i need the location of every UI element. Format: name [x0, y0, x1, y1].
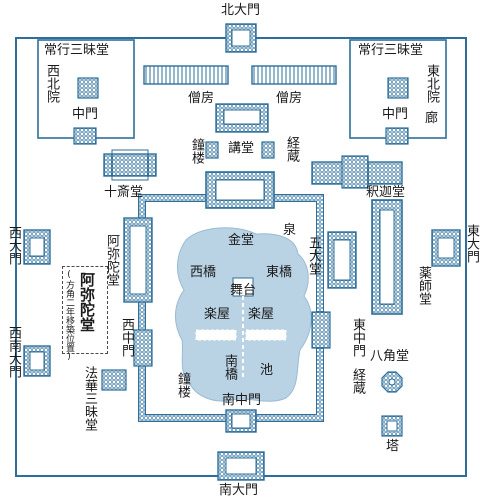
sutra-repository-north-shape [261, 141, 275, 159]
hokke-hall-shape [101, 369, 127, 391]
south-bridge-label: 南橋 [222, 354, 237, 380]
nw-hall-shape [77, 77, 99, 99]
pond-shape [175, 227, 312, 402]
amida-hall-relocation-sub: (方角二年移築位置) [64, 270, 74, 362]
shaka-hall-label: 釈迦堂 [366, 185, 406, 200]
ne-hall-label: 常行三昧堂 [358, 43, 424, 58]
monk-quarters-west-shape [143, 65, 229, 85]
west-gate-label: 西大門 [6, 226, 21, 265]
west-gate-shape [23, 229, 51, 265]
amida-hall-relocation-main: 阿弥陀堂 [78, 272, 96, 332]
south-gate-shape [217, 451, 265, 481]
pagoda-shape [381, 415, 403, 437]
golden-hall-label: 金堂 [228, 233, 255, 248]
east-gate-shape [431, 229, 461, 267]
ne-corridor-label: 廊 [425, 111, 439, 126]
ne-middle-gate-label: 中門 [382, 107, 409, 122]
lecture-hall-shape [215, 103, 269, 133]
sutra-repository-south-label: 経蔵 [350, 368, 365, 394]
amida-hall-shape [123, 217, 153, 303]
north-gate-shape [225, 23, 257, 53]
jissai-hall-label: 十斎堂 [104, 185, 144, 200]
monk-quarters-east-label: 僧房 [276, 91, 303, 106]
jissai-hall-shape [103, 149, 157, 181]
godai-hall-label: 五大堂 [306, 236, 321, 275]
music-house-east-shape [245, 329, 287, 341]
monk-quarters-west-label: 僧房 [188, 91, 215, 106]
bell-tower-south-label: 鐘楼 [175, 372, 190, 398]
amida-hall-relocation-note: (方角二年移築位置) 阿弥陀堂 [62, 266, 108, 362]
godai-hall-shape [327, 231, 357, 289]
south-gate-label: 南大門 [219, 483, 259, 498]
west-middle-gate-shape [133, 329, 153, 367]
yakushi-hall-shape [371, 199, 403, 315]
ne-hall-shape [387, 77, 409, 99]
west-bridge-label: 西橋 [190, 265, 217, 280]
bell-tower-north-label: 鐘楼 [189, 138, 204, 164]
sutra-repository-north-label: 経蔵 [284, 136, 299, 162]
ne-compound-label: 東北院 [424, 64, 439, 103]
stage-label: 舞台 [230, 283, 257, 298]
shaka-hall-top-shape [311, 155, 403, 189]
east-bridge-label: 東橋 [266, 265, 293, 280]
pond-label: 池 [260, 363, 274, 378]
yakushi-hall-label: 薬師堂 [416, 266, 431, 305]
octagonal-hall-shape [381, 371, 403, 393]
octagonal-hall-label: 八角堂 [370, 349, 410, 364]
music-house-west-label: 楽屋 [204, 307, 231, 322]
golden-hall-shape [205, 171, 275, 209]
south-middle-gate-shape [225, 409, 257, 433]
music-house-east-label: 楽屋 [248, 307, 275, 322]
east-gate-label: 東大門 [464, 224, 479, 263]
west-middle-gate-label: 西中門 [119, 318, 134, 357]
spring-label: 泉 [283, 223, 297, 238]
east-middle-gate-label: 東中門 [350, 318, 365, 357]
nw-hall-label: 常行三昧堂 [44, 43, 110, 58]
east-middle-gate-shape [311, 311, 331, 349]
nw-compound-label: 西北院 [44, 64, 59, 103]
nw-middle-gate-shape [73, 127, 97, 145]
north-gate-label: 北大門 [221, 3, 261, 18]
south-middle-gate-label: 南中門 [222, 393, 262, 408]
bell-tower-north-shape [205, 141, 219, 159]
pagoda-label: 塔 [386, 439, 400, 454]
hokke-hall-label: 法華三昧堂 [82, 366, 97, 431]
lecture-hall-label: 講堂 [228, 141, 255, 156]
southwest-gate-shape [23, 345, 51, 377]
nw-middle-gate-label: 中門 [72, 107, 99, 122]
southwest-gate-label: 西南大門 [6, 326, 21, 378]
music-house-west-shape [195, 329, 237, 341]
monk-quarters-east-shape [251, 65, 337, 85]
ne-middle-gate-shape [385, 127, 409, 145]
